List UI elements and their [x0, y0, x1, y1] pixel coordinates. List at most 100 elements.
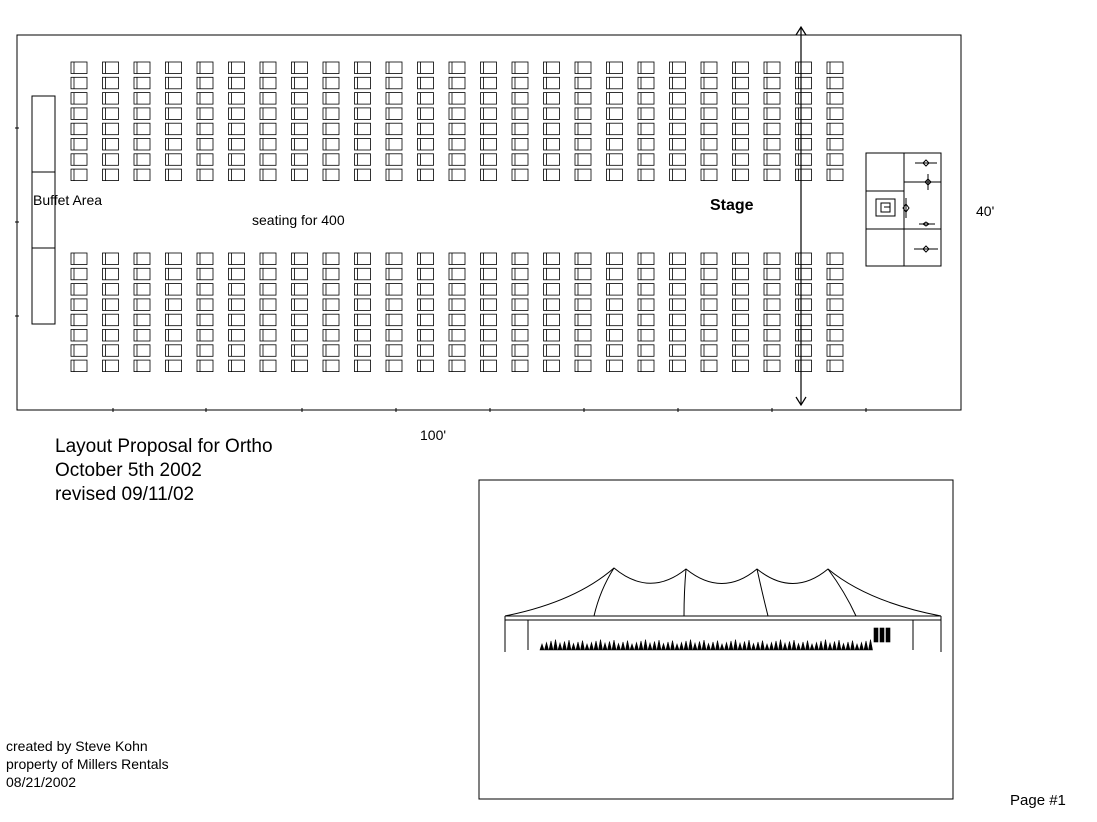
chair	[354, 298, 371, 311]
chair	[669, 107, 686, 120]
chair	[417, 107, 434, 120]
chair	[70, 359, 88, 373]
created-date: 08/21/2002	[6, 774, 77, 790]
chair	[763, 122, 781, 136]
chair	[826, 168, 844, 182]
guest-figure	[733, 639, 738, 651]
chair	[795, 168, 812, 182]
chair	[259, 313, 277, 327]
chair	[354, 359, 371, 373]
chair	[480, 168, 497, 182]
chair	[732, 153, 749, 166]
chair	[102, 283, 119, 296]
chair	[228, 329, 245, 342]
chair	[637, 107, 655, 120]
guest-figure	[742, 641, 747, 651]
chair	[70, 92, 88, 105]
guest-figure	[746, 639, 752, 651]
guest-figure	[868, 639, 873, 651]
chair	[385, 61, 403, 74]
chair	[606, 359, 623, 373]
chair	[574, 329, 592, 342]
chair	[70, 168, 88, 182]
guest-figure	[854, 643, 860, 651]
chair	[259, 76, 277, 90]
chair	[417, 283, 434, 296]
buffet-table	[31, 95, 56, 325]
guest-figure	[719, 643, 725, 651]
chair	[637, 168, 655, 182]
chair	[417, 122, 434, 136]
chair	[291, 168, 308, 182]
chair	[480, 122, 497, 136]
stage-figure	[885, 627, 891, 643]
chair	[543, 344, 560, 357]
chair	[102, 92, 119, 105]
page-number: Page #1	[1010, 792, 1066, 809]
chair	[732, 61, 749, 74]
guest-figure	[787, 641, 792, 651]
chair	[354, 122, 371, 136]
chair	[354, 329, 371, 342]
chair	[165, 344, 182, 357]
chair	[417, 329, 434, 342]
chair	[700, 313, 718, 327]
guest-figure	[688, 639, 693, 651]
guest-figure	[697, 641, 702, 651]
chair	[543, 92, 560, 105]
chair	[417, 267, 434, 281]
chair	[637, 122, 655, 136]
chair	[732, 313, 749, 327]
chair	[606, 298, 623, 311]
chair	[732, 122, 749, 136]
chair	[637, 252, 655, 265]
chair	[448, 329, 466, 342]
chair	[511, 359, 529, 373]
guest-figure	[805, 640, 810, 651]
chair	[291, 138, 308, 151]
chair	[637, 76, 655, 90]
chair	[133, 138, 151, 151]
chair	[70, 138, 88, 151]
chair	[795, 252, 812, 265]
chair	[700, 298, 718, 311]
chair	[795, 61, 812, 74]
chair	[102, 298, 119, 311]
chair	[385, 267, 403, 281]
chair	[543, 153, 560, 166]
chair	[574, 168, 592, 182]
chair	[196, 153, 214, 166]
chair	[448, 153, 466, 166]
chair	[165, 61, 182, 74]
chair	[606, 92, 623, 105]
chair	[165, 267, 182, 281]
guest-figure	[602, 641, 608, 651]
chair	[669, 344, 686, 357]
chair	[637, 283, 655, 296]
chair	[259, 168, 277, 182]
chair	[385, 168, 403, 182]
chair	[322, 283, 340, 296]
chair	[70, 76, 88, 90]
chair	[574, 283, 592, 296]
chair	[763, 138, 781, 151]
chair	[196, 61, 214, 74]
chair	[795, 267, 812, 281]
chair	[826, 329, 844, 342]
chair	[259, 107, 277, 120]
chair	[637, 153, 655, 166]
chair	[165, 153, 182, 166]
chair	[637, 344, 655, 357]
chair	[511, 168, 529, 182]
guest-figure	[809, 643, 815, 651]
chair	[795, 138, 812, 151]
chair	[102, 329, 119, 342]
chair	[133, 61, 151, 74]
chair	[700, 107, 718, 120]
chair	[291, 329, 308, 342]
chair	[574, 359, 592, 373]
guest-figure	[625, 640, 630, 651]
guest-figure	[544, 641, 549, 651]
chair	[480, 107, 497, 120]
chair	[102, 76, 119, 90]
